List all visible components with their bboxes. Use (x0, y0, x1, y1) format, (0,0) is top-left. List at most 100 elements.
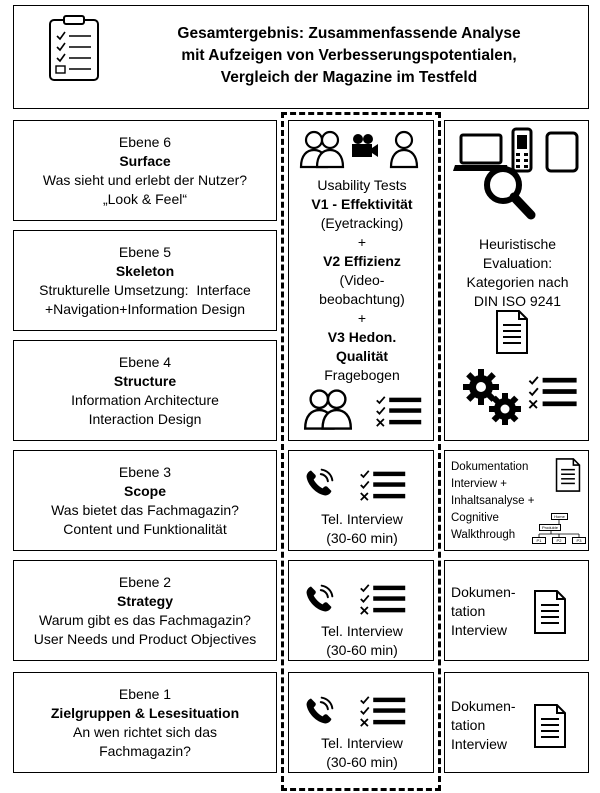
interview-box-l2: Tel. Interview (30-60 min) (288, 560, 434, 661)
tree-node-leaf-3: P3 (572, 537, 586, 544)
checklist-icon (359, 583, 407, 615)
documentation-l3-line-4: Cognitive (451, 512, 499, 524)
group-people-icon (299, 130, 345, 169)
usability-plus-2: + (357, 309, 367, 326)
document-icon (555, 458, 581, 492)
usability-v2: V2 Effizienz (323, 252, 401, 269)
checklist-icon (528, 375, 578, 409)
interview-l3-line-2: (30-60 min) (326, 530, 398, 546)
interview-text-l1: Tel. Interview (30-60 min) (289, 733, 435, 773)
level-5-desc-2: +Navigation+Information Design (44, 300, 245, 317)
level-3-box: Ebene 3 Scope Was bietet das Fachmagazin… (13, 450, 277, 551)
interview-l1-line-2: (30-60 min) (326, 754, 398, 770)
documentation-l1-text: Dokumen- tation Interview (451, 697, 531, 754)
documentation-l1-line-3: Interview (451, 736, 508, 752)
clipboard-checklist-icon (49, 15, 99, 81)
level-1-desc-2: Fachmagazin? (99, 742, 191, 759)
heuristic-line-2: Evaluation: (482, 255, 553, 271)
document-icon (534, 590, 566, 634)
interview-text-l3: Tel. Interview (30-60 min) (289, 509, 435, 549)
documentation-box-l3: Dokumentation Interview + Inhaltsanalyse… (444, 450, 589, 551)
tree-node-root: Home (551, 513, 568, 520)
person-icon (389, 130, 419, 169)
level-4-desc-2: Interaction Design (88, 410, 202, 427)
header-line-2: mit Aufzeigen von Verbesserungspotential… (181, 47, 517, 64)
tree-node-leaf-2: P2 (552, 537, 566, 544)
tree-node-leaf-1: P1 (532, 537, 546, 544)
document-icon (534, 704, 566, 748)
header-line-3: Vergleich der Magazine im Testfeld (220, 69, 478, 86)
documentation-l3-line-1: Dokumentation (451, 461, 529, 473)
level-4-box: Ebene 4 Structure Information Architectu… (13, 340, 277, 441)
level-3-desc-2: Content und Funktionalität (63, 520, 227, 537)
usability-plus-1: + (357, 233, 367, 250)
level-4-label: Ebene 4 (118, 353, 172, 370)
usability-v2-sub-1: (Video- (339, 271, 385, 288)
level-2-name: Strategy (116, 592, 174, 609)
level-2-desc-2: User Needs und Product Objectives (33, 630, 257, 647)
devices-magnifier-icon (453, 127, 579, 220)
level-5-box: Ebene 5 Skeleton Strukturelle Umsetzung:… (13, 230, 277, 331)
phone-icon (305, 584, 334, 613)
tree-node-mid: Produkte (539, 524, 561, 531)
header-box: Gesamtergebnis: Zusammenfassende Analyse… (13, 5, 589, 109)
level-6-desc-2: „Look & Feel“ (102, 190, 188, 207)
documentation-l3-text: Dokumentation Interview + Inhaltsanalyse… (451, 459, 551, 544)
interview-box-l1: Tel. Interview (30-60 min) (288, 672, 434, 773)
usability-title: Usability Tests (317, 176, 407, 193)
level-5-label: Ebene 5 (118, 243, 172, 260)
gears-icon (463, 369, 521, 425)
heuristic-line-3: Kategorien nach (466, 274, 569, 290)
heuristic-evaluation-box: Heuristische Evaluation: Kategorien nach… (444, 120, 589, 441)
level-1-name: Zielgruppen & Lesesituation (50, 704, 240, 721)
level-3-name: Scope (123, 482, 166, 499)
usability-v1-sub: (Eyetracking) (320, 214, 404, 231)
level-6-box: Ebene 6 Surface Was sieht und erlebt der… (13, 120, 277, 221)
level-3-label: Ebene 3 (118, 463, 172, 480)
documentation-l1-line-1: Dokumen- (451, 698, 516, 714)
group-people-icon-2 (303, 389, 353, 430)
documentation-l2-text: Dokumen- tation Interview (451, 583, 531, 640)
usability-v3b: Qualität (335, 347, 389, 364)
level-5-desc-1: Strukturelle Umsetzung: Interface (39, 281, 251, 298)
level-5-name: Skeleton (115, 262, 175, 279)
level-1-box: Ebene 1 Zielgruppen & Lesesituation An w… (13, 672, 277, 773)
checklist-icon (359, 695, 407, 727)
level-3-desc-1: Was bietet das Fachmagazin? (51, 501, 239, 518)
checklist-icon (375, 395, 423, 427)
header-title: Gesamtergebnis: Zusammenfassende Analyse… (114, 6, 584, 106)
phone-icon (305, 696, 334, 725)
level-4-name: Structure (113, 372, 177, 389)
interview-l2-line-2: (30-60 min) (326, 642, 398, 658)
documentation-l2-line-1: Dokumen- (451, 584, 516, 600)
heuristic-line-1: Heuristische (478, 236, 557, 252)
heuristic-line-4: DIN ISO 9241 (473, 293, 562, 309)
interview-l1-line-1: Tel. Interview (321, 735, 403, 751)
phone-icon (305, 468, 334, 497)
documentation-l2-line-2: tation (451, 603, 486, 619)
documentation-l3-line-3: Inhaltsanalyse + (451, 495, 535, 507)
level-6-desc-1: Was sieht und erlebt der Nutzer? (42, 171, 248, 188)
level-6-label: Ebene 6 (118, 133, 172, 150)
level-2-label: Ebene 2 (118, 573, 172, 590)
document-icon (496, 310, 528, 354)
site-tree-diagram: Home Produkte P1 P2 P3 (531, 511, 587, 547)
usability-v2-sub-2: beobachtung) (319, 290, 405, 307)
usability-v1: V1 - Effektivität (311, 195, 413, 212)
interview-box-l3: Tel. Interview (30-60 min) (288, 450, 434, 551)
interview-l2-line-1: Tel. Interview (321, 623, 403, 639)
heuristic-text: Heuristische Evaluation: Kategorien nach… (445, 233, 590, 313)
documentation-l3-line-2: Interview + (451, 478, 507, 490)
level-1-desc-1: An wen richtet sich das (73, 723, 217, 740)
documentation-l1-line-2: tation (451, 717, 486, 733)
usability-tests-box: Usability Tests V1 - Effektivität (Eyetr… (288, 120, 434, 441)
usability-v3a: V3 Hedon. (327, 328, 397, 345)
documentation-box-l1: Dokumen- tation Interview (444, 672, 589, 773)
header-line-1: Gesamtergebnis: Zusammenfassende Analyse (177, 25, 521, 42)
level-6-name: Surface (119, 152, 171, 169)
level-1-label: Ebene 1 (118, 685, 172, 702)
checklist-icon (359, 469, 407, 501)
level-2-box: Ebene 2 Strategy Warum gibt es das Fachm… (13, 560, 277, 661)
interview-text-l2: Tel. Interview (30-60 min) (289, 621, 435, 661)
level-4-desc-1: Information Architecture (71, 391, 219, 408)
